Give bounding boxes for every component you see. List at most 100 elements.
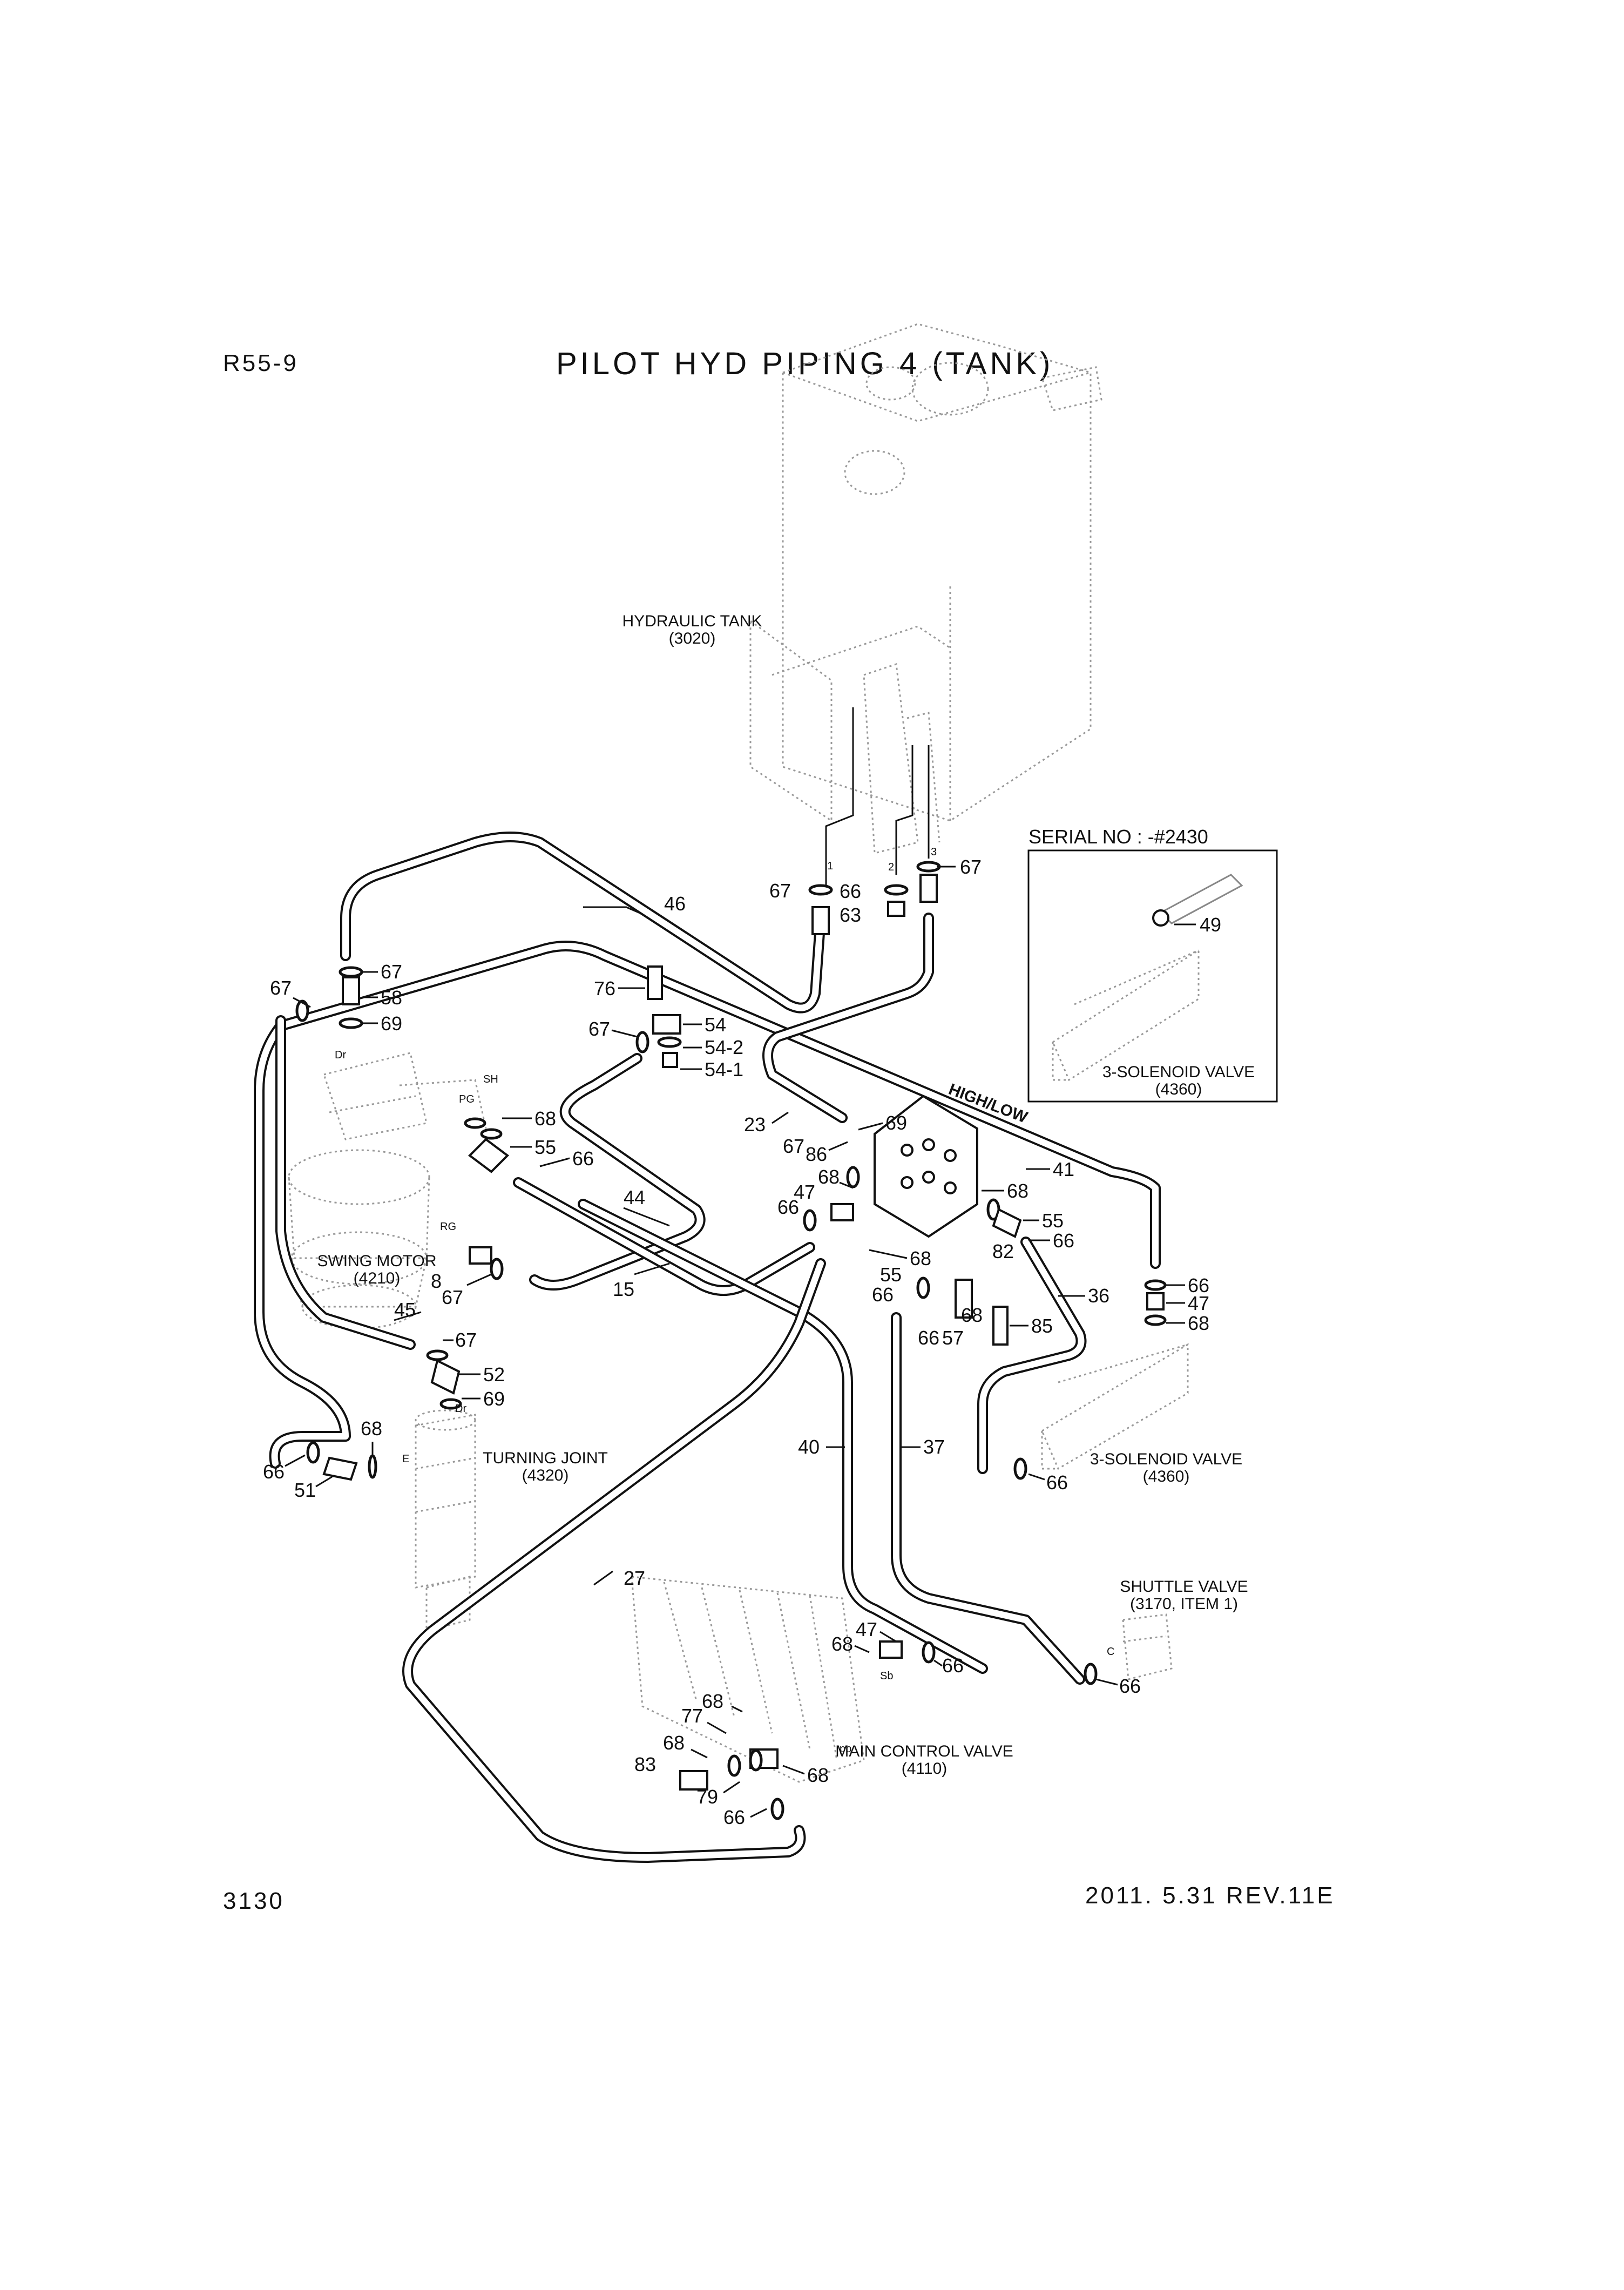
port-sb: Sb — [880, 1670, 893, 1682]
callout-27: 27 — [624, 1567, 645, 1589]
callout-51: 51 — [294, 1479, 316, 1501]
shuttle-valve-ref: (3170, ITEM 1) — [1130, 1595, 1238, 1613]
callout-37: 37 — [923, 1436, 945, 1458]
callout-8: 8 — [431, 1270, 442, 1292]
hose-23 — [762, 913, 934, 1123]
callout-68: 68 — [702, 1690, 723, 1712]
callout-68: 68 — [663, 1732, 685, 1754]
main-control-valve-label: MAIN CONTROL VALVE — [835, 1742, 1013, 1760]
port-dr-joint: Dr — [455, 1403, 466, 1415]
serial-inset — [1027, 849, 1278, 1103]
port-dr-motor: Dr — [335, 1049, 346, 1061]
hose-41 — [275, 941, 1161, 1269]
hydraulic-tank-ref: (3020) — [669, 630, 716, 647]
callout-68: 68 — [910, 1247, 931, 1269]
callout-66: 66 — [1053, 1230, 1074, 1252]
main-control-valve-ref: (4110) — [902, 1760, 948, 1778]
callout-66: 66 — [777, 1196, 799, 1218]
tank-port-3: 3 — [931, 846, 937, 858]
callout-66: 66 — [840, 880, 861, 902]
main-control-valve-drawing — [631, 1576, 865, 1783]
callout-77: 77 — [681, 1705, 703, 1727]
callout-69: 69 — [381, 1012, 402, 1035]
port-pg: PG — [459, 1093, 475, 1105]
callout-68: 68 — [831, 1633, 853, 1655]
callout-69: 69 — [483, 1388, 505, 1410]
port-pp: pp — [840, 1743, 851, 1755]
port-e: E — [402, 1453, 409, 1465]
callout-45: 45 — [394, 1299, 416, 1321]
swing-motor-ref: (4210) — [354, 1269, 401, 1287]
callout-67: 67 — [455, 1329, 477, 1351]
solenoid-valve-inset-ref: (4360) — [1155, 1080, 1202, 1098]
callout-76: 76 — [594, 977, 615, 999]
callout-57: 57 — [942, 1327, 964, 1349]
callout-85: 85 — [1031, 1315, 1053, 1337]
solenoid-valve-label: 3-SOLENOID VALVE — [1090, 1450, 1242, 1468]
callout-47: 47 — [1188, 1292, 1209, 1314]
callout-67: 67 — [381, 961, 402, 983]
callout-68: 68 — [1007, 1180, 1028, 1202]
solenoid-valve-drawing — [1041, 1343, 1189, 1470]
turning-joint-ref: (4320) — [522, 1467, 569, 1484]
page-number: 3130 — [223, 1888, 285, 1914]
callout-66: 66 — [1046, 1471, 1068, 1494]
tank-port-2: 2 — [888, 861, 894, 873]
shuttle-valve-label: SHUTTLE VALVE — [1120, 1578, 1248, 1596]
callout-54-1: 54-1 — [705, 1058, 743, 1080]
shuttle-valve-drawing — [1122, 1613, 1173, 1680]
part-callouts: 67 66 63 67 46 67 58 67 69 76 67 54 54-2… — [263, 856, 1209, 1828]
callout-36: 36 — [1088, 1285, 1109, 1307]
swing-motor-drawing — [288, 1052, 487, 1329]
callout-23: 23 — [744, 1113, 766, 1136]
tank-port-1: 1 — [827, 860, 833, 872]
hose-45 — [254, 1021, 351, 1469]
solenoid-valve-ref: (4360) — [1143, 1468, 1190, 1485]
port-rg: RG — [440, 1221, 456, 1233]
callout-44: 44 — [624, 1186, 645, 1208]
serial-note: SERIAL NO : -#2430 — [1028, 826, 1208, 848]
callout-69: 69 — [885, 1112, 907, 1134]
hydraulic-tank-drawing — [749, 323, 1102, 854]
hydraulic-tank-label: HYDRAULIC TANK — [622, 612, 762, 630]
callout-68: 68 — [534, 1107, 556, 1130]
callout-67: 67 — [270, 977, 292, 999]
callout-66: 66 — [263, 1461, 285, 1483]
callout-67: 67 — [769, 880, 791, 902]
callout-54-2: 54-2 — [705, 1036, 743, 1058]
callout-79: 79 — [696, 1786, 718, 1808]
callout-54: 54 — [705, 1014, 726, 1036]
callout-47: 47 — [856, 1618, 877, 1640]
hose-37 — [891, 1312, 1085, 1685]
callout-86: 86 — [806, 1143, 827, 1165]
callout-66: 66 — [942, 1654, 964, 1677]
hose-44 — [529, 1053, 706, 1291]
callout-55: 55 — [1042, 1210, 1064, 1232]
callout-52: 52 — [483, 1363, 505, 1386]
callout-68: 68 — [1188, 1312, 1209, 1334]
callout-41: 41 — [1053, 1158, 1074, 1180]
callout-66: 66 — [1119, 1675, 1141, 1697]
callout-47: 47 — [794, 1181, 815, 1203]
swing-motor-label: SWING MOTOR — [317, 1252, 436, 1270]
callout-66: 66 — [572, 1147, 594, 1170]
callout-66: 66 — [872, 1284, 894, 1306]
callout-68: 68 — [807, 1764, 829, 1786]
callout-82: 82 — [992, 1240, 1014, 1262]
callout-68: 68 — [361, 1417, 382, 1440]
revision-date: 2011. 5.31 REV.11E — [1085, 1882, 1335, 1909]
callout-55: 55 — [534, 1136, 556, 1158]
page-title: PILOT HYD PIPING 4 (TANK) — [556, 346, 1054, 381]
callout-68: 68 — [818, 1166, 840, 1188]
hose-motor-drain — [275, 1015, 416, 1350]
hose-27 — [402, 1258, 826, 1863]
callout-66: 66 — [1188, 1274, 1209, 1296]
hose-15 — [513, 1177, 815, 1296]
hose-36 — [977, 1237, 1087, 1474]
callout-67: 67 — [783, 1135, 804, 1157]
hose-46 — [340, 832, 826, 1014]
fittings — [295, 861, 1167, 1820]
callout-66: 66 — [723, 1806, 745, 1828]
callout-66: 66 — [918, 1327, 939, 1349]
